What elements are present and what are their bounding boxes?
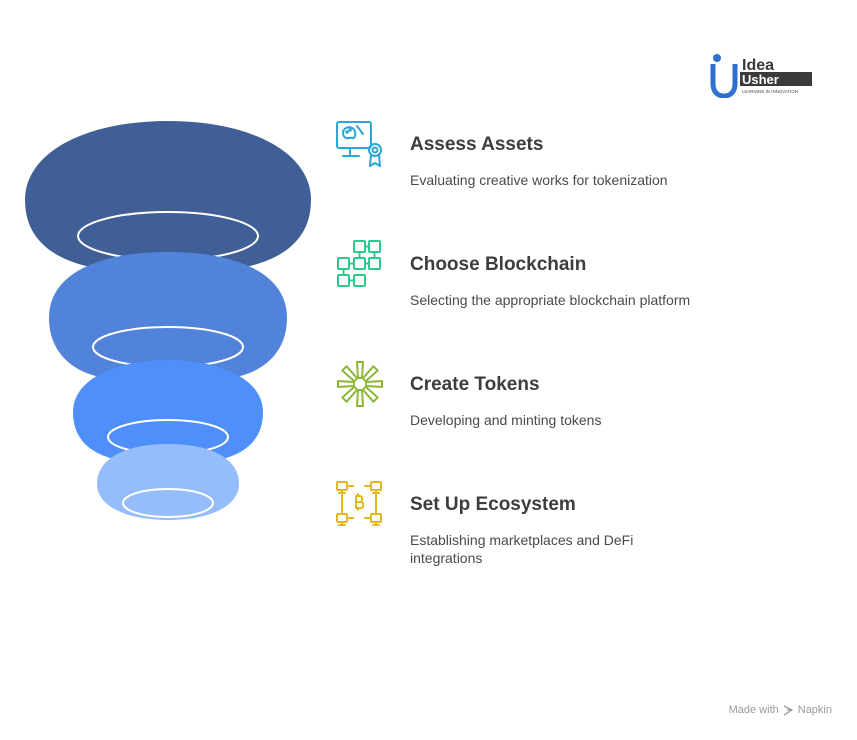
logo-tagline: LEARNING IN INNOVATION: [742, 89, 798, 94]
step-description: Evaluating creative works for tokenizati…: [410, 172, 668, 188]
funnel-layer-3: [73, 360, 263, 458]
made-with-napkin: Made with Napkin: [729, 704, 832, 716]
step-title: Create Tokens: [410, 374, 540, 395]
sunburst-icon: [335, 360, 385, 410]
brand-logo: Idea Usher LEARNING IN INNOVATION: [710, 52, 814, 99]
funnel-layer-1: [25, 121, 311, 266]
art-certificate-icon: [335, 120, 385, 170]
funnel-layer-2: [49, 252, 287, 376]
step-title: Assess Assets: [410, 134, 544, 155]
step-assess-assets: Assess Assets Evaluating creative works …: [335, 120, 755, 220]
logo-line-1: Idea: [742, 57, 774, 74]
step-create-tokens: Create Tokens Developing and minting tok…: [335, 360, 755, 460]
step-set-up-ecosystem: Set Up Ecosystem Establishing marketplac…: [335, 480, 755, 580]
funnel-layer-4: [97, 444, 239, 520]
blockchain-network-icon: [335, 240, 385, 290]
bitcoin-network-icon: [335, 480, 385, 530]
funnel-diagram: [25, 121, 311, 520]
napkin-logo-icon: [783, 704, 793, 716]
made-with-text: Made with: [728, 704, 779, 716]
step-description: Developing and minting tokens: [410, 412, 602, 428]
funnel-layer-4-rim: [122, 488, 214, 518]
step-title: Set Up Ecosystem: [410, 494, 576, 515]
step-description: Establishing marketplaces and DeFi integ…: [410, 532, 634, 566]
step-choose-blockchain: Choose Blockchain Selecting the appropri…: [335, 240, 755, 340]
napkin-brand: Napkin: [797, 704, 832, 716]
logo-line-2: Usher: [742, 72, 779, 87]
step-title: Choose Blockchain: [410, 254, 587, 275]
step-description: Selecting the appropriate blockchain pla…: [410, 292, 691, 308]
